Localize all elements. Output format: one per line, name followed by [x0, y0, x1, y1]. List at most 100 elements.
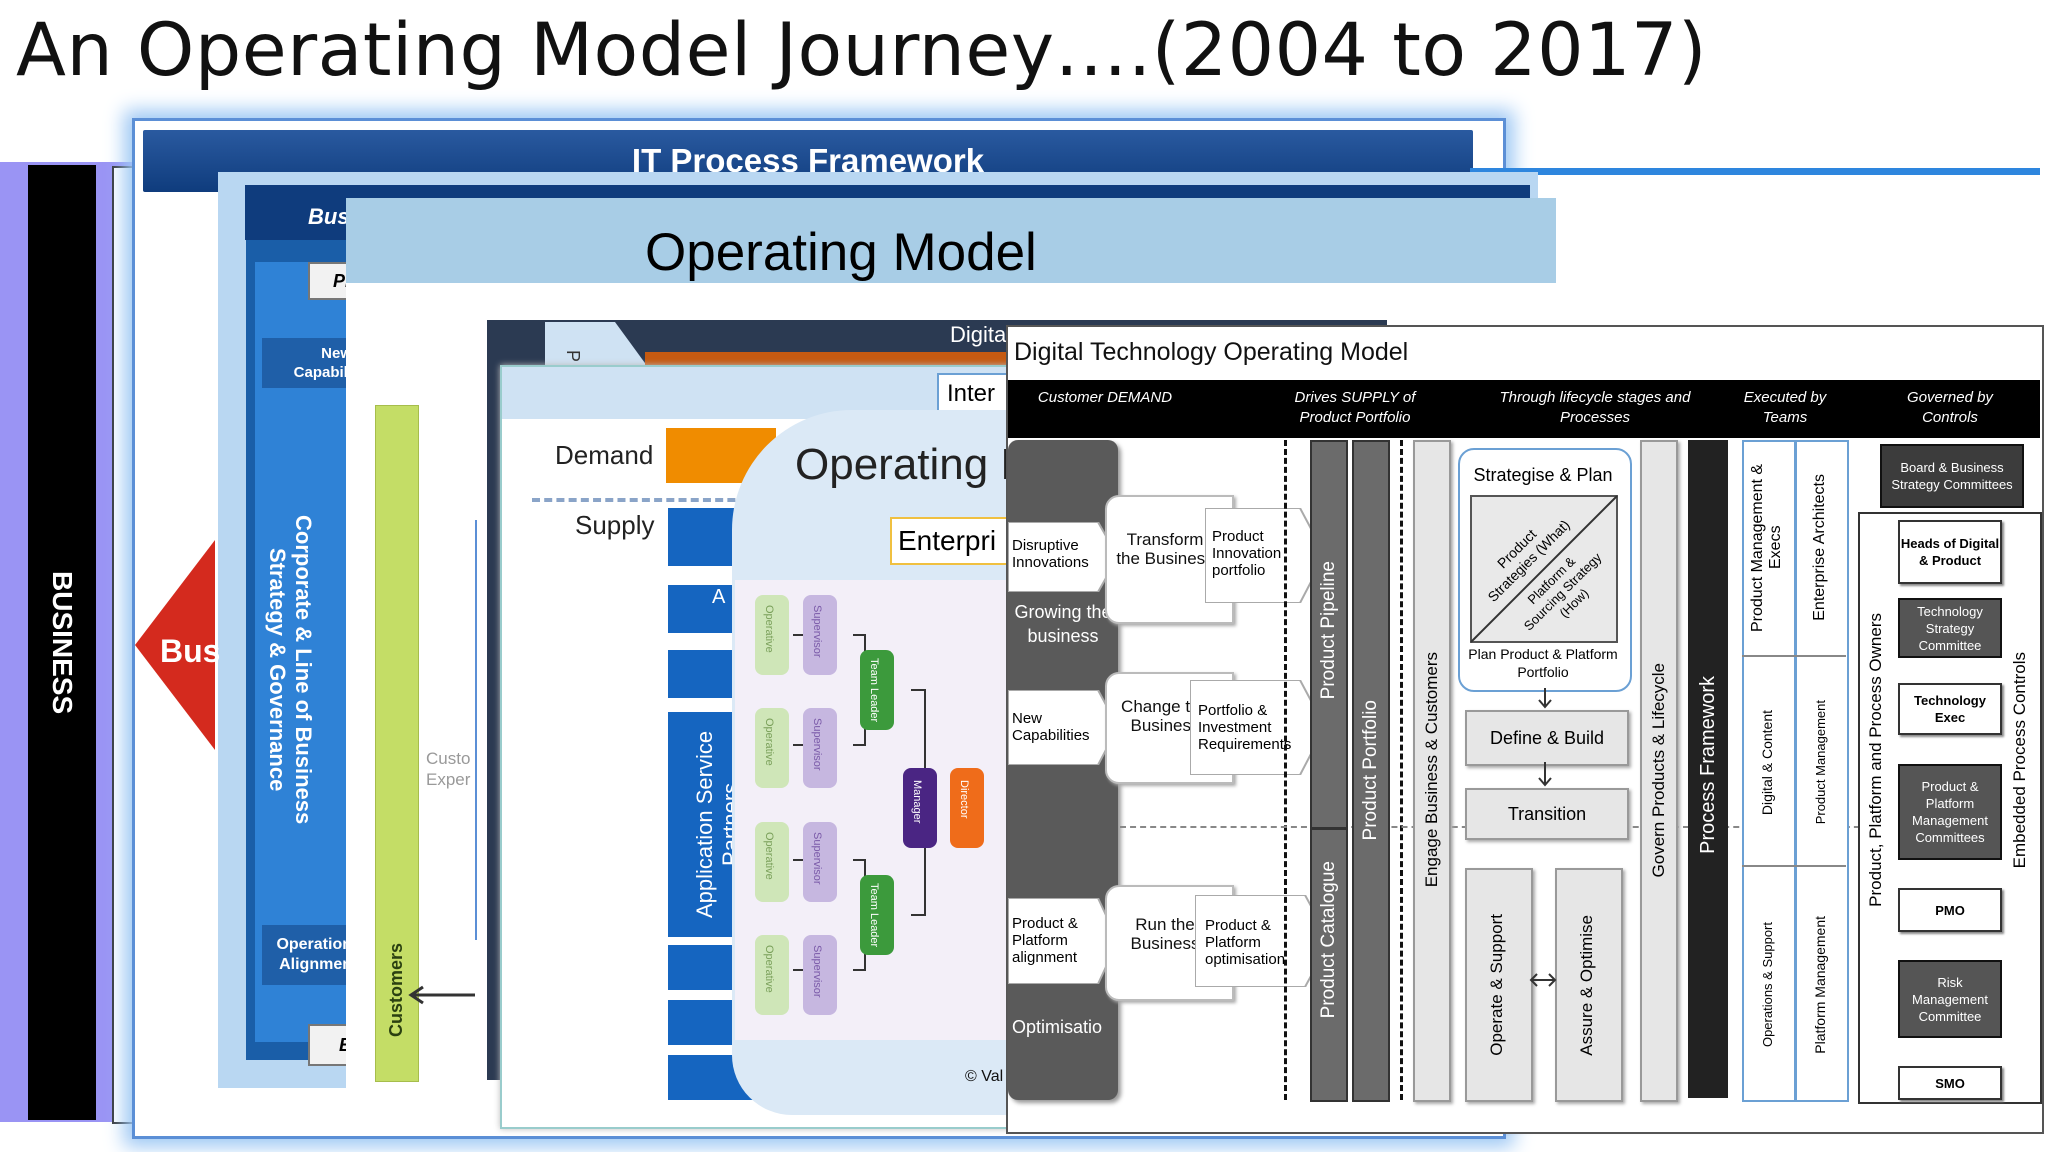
corporate-side-label: Corporate & Line of Business Strategy & …	[265, 515, 316, 825]
product-platform-alignment: Product & Platform alignment	[1012, 915, 1078, 966]
customers-bar	[375, 405, 419, 1082]
corporate-side-inner	[255, 262, 347, 1042]
p-tab-shape	[545, 322, 650, 370]
down-arrow-icon-1	[1538, 762, 1552, 787]
org-supervisor-label-4: Supervisor	[811, 945, 823, 998]
product-pipeline-bar	[1310, 440, 1348, 829]
org-team-leader-label-2: Team Leader	[868, 883, 880, 948]
govern-bar	[1640, 440, 1678, 1102]
business-label-wrap: BUSINESS	[28, 165, 96, 1120]
org-operative-label-3: Operative	[763, 832, 775, 880]
business-label: BUSINESS	[47, 570, 78, 715]
control-pmo: PMO	[1898, 888, 2002, 932]
run-the-business: Run the Business	[1130, 915, 1200, 953]
product-management: Product Management	[1812, 700, 1828, 825]
product-innovation-portfolio: Product Innovation portfolio	[1212, 528, 1282, 579]
control-tech-strategy: Technology Strategy Committee	[1898, 598, 2002, 658]
product-catalogue-label: Product Catalogue	[1318, 861, 1339, 1019]
engage-wrap: Engage Business & Customers	[1413, 620, 1451, 920]
corporate-side-label-wrap: Corporate & Line of Business Strategy & …	[250, 470, 330, 870]
business-red-arrow	[135, 540, 215, 750]
org-operative-label-2: Operative	[763, 718, 775, 766]
control-tech-exec: Technology Exec	[1898, 683, 2002, 735]
assure-optimise-box	[1555, 868, 1623, 1102]
transition-box: Transition	[1465, 788, 1629, 840]
team-col-1	[1742, 440, 1796, 1102]
corporate-top-text: Bus	[308, 204, 350, 229]
operations-support: Operations & Support	[1759, 922, 1775, 1048]
product-portfolio-bar	[1352, 440, 1390, 1102]
process-framework-bar	[1688, 440, 1728, 1098]
assure-optimise-label: Assure & Optimise	[1577, 914, 1596, 1056]
product-pipeline-wrap: Product Pipeline	[1310, 540, 1348, 720]
strategise-plan-label: Strategise & Plan	[1473, 465, 1613, 485]
product-management-execs: Product Management & Execs	[1749, 463, 1784, 632]
org-operative-1	[755, 595, 789, 675]
header-governed-by-controls: Governed by Controls	[1907, 389, 1993, 426]
plan-product-platform-portfolio: Plan Product & Platform Portfolio	[1468, 646, 1618, 680]
disruptive-innovations: Disruptive Innovations	[1012, 537, 1089, 571]
customers-label: Customers	[385, 942, 406, 1038]
process-framework-label: Process Framework	[1696, 676, 1719, 854]
copyright-fragment: © Val	[965, 1068, 1004, 1085]
product-catalogue-bar	[1310, 828, 1348, 1102]
engage-bar	[1413, 440, 1451, 1102]
blue-rule	[1470, 168, 2040, 175]
team-divider-2	[1742, 865, 1846, 867]
demand-label: Demand	[555, 440, 654, 470]
product-platform-process-owners: Product, Platform and Process Owners	[1866, 613, 1885, 907]
org-director-label: Director	[958, 780, 970, 819]
org-supervisor-1	[803, 595, 837, 675]
down-arrow-icon-2	[1538, 688, 1552, 709]
operating-model-header	[346, 198, 1556, 283]
org-operative-label-4: Operative	[763, 945, 775, 993]
new-capabilities: New Capabilities	[1012, 710, 1090, 744]
p-fragment: P	[563, 350, 583, 363]
owners-wrap: Product, Platform and Process Owners	[1858, 560, 1894, 960]
customer-experience-fragment: Custo Exper	[426, 749, 471, 789]
left-arrow-icon	[408, 985, 475, 1005]
control-smo: SMO	[1898, 1066, 2002, 1100]
org-supervisor-4	[803, 935, 837, 1015]
header-customer-demand: Customer DEMAND	[1037, 389, 1173, 406]
org-operative-label-1: Operative	[763, 605, 775, 653]
business-arrow-text: Bus	[160, 633, 221, 669]
govern-products-lifecycle: Govern Products & Lifecycle	[1649, 662, 1668, 878]
dtom-header-bar	[1008, 380, 2040, 438]
operation-alignment-box: Operation Alignmen	[262, 925, 352, 985]
dtom-title: Digital Technology Operating Model	[1014, 338, 1409, 366]
embedded-wrap: Embedded Process Controls	[2002, 580, 2038, 940]
org-operative-3	[755, 822, 789, 902]
org-manager	[903, 768, 937, 848]
org-supervisor-label-2: Supervisor	[811, 718, 823, 771]
optimisation-label: Optimisatio	[1012, 1017, 1103, 1037]
embedded-process-controls: Embedded Process Controls	[2010, 651, 2029, 869]
growing-business-label: Growing the business	[1014, 602, 1112, 646]
platform-management: Platform Management	[1812, 916, 1828, 1054]
control-board-committees: Board & Business Strategy Committees	[1880, 444, 2024, 508]
org-supervisor-3	[803, 822, 837, 902]
team-divider-1	[1742, 655, 1846, 657]
engage-business-customers: Engage Business & Customers	[1422, 652, 1441, 888]
operate-support-box	[1465, 868, 1533, 1102]
portfolio-investment-requirements: Portfolio & Investment Requirements	[1198, 702, 1292, 753]
org-operating-model-title: Operating M	[795, 440, 1038, 489]
change-the-business: Change the Business	[1121, 697, 1209, 735]
product-portfolio-wrap: Product Portfolio	[1352, 680, 1390, 860]
double-arrow-icon	[1529, 973, 1557, 987]
ops-support-wrap: Operations & Support	[1744, 880, 1790, 1090]
operating-model-title: Operating Model	[645, 223, 1037, 282]
product-pipeline-label: Product Pipeline	[1318, 560, 1339, 700]
operate-support-label: Operate & Support	[1487, 914, 1506, 1056]
assure-optimise-wrap: Assure & Optimise	[1565, 880, 1609, 1090]
product-portfolio-label: Product Portfolio	[1360, 699, 1381, 841]
control-risk-committee: Risk Management Committee	[1898, 960, 2002, 1038]
govern-wrap: Govern Products & Lifecycle	[1640, 620, 1678, 920]
digital-title-fragment: Digita	[950, 322, 1007, 347]
digital-content-wrap: Digital & Content	[1744, 665, 1790, 860]
org-operative-2	[755, 708, 789, 788]
org-supervisor-2	[803, 708, 837, 788]
digital-content: Digital & Content	[1759, 709, 1775, 816]
header-executed-by-teams: Executed by Teams	[1743, 389, 1827, 426]
org-team-leader-2	[860, 875, 894, 955]
